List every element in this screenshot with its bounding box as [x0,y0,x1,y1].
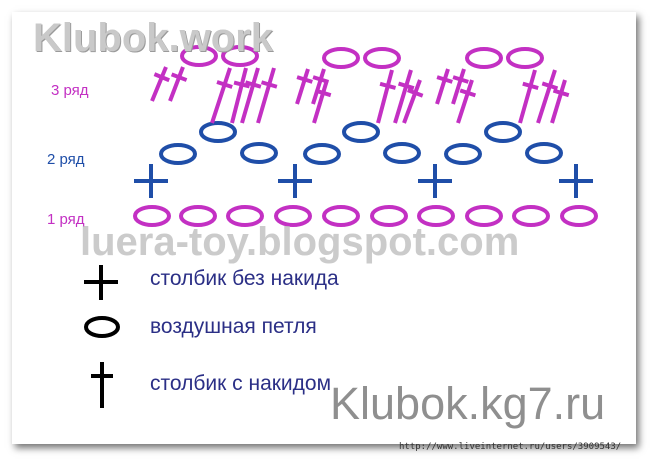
dc-stem [210,67,232,124]
chain-stitch [465,47,503,69]
dc-bar [397,81,415,91]
chain-stitch [322,47,360,69]
legend-chain-text: воздушная петля [150,315,317,338]
legend-sc-text: столбик без накида [150,267,339,290]
dc-stem [518,69,537,124]
chain-stitch [417,205,455,227]
dc-bar [244,80,262,89]
double-crochet-symbol [518,69,539,124]
chain-stitch [180,45,218,67]
single-crochet-symbol [559,164,593,198]
dc-stem [240,67,260,124]
chain-stitch [444,143,482,165]
chain-stitch [525,142,563,164]
dc-stem [311,68,326,105]
chain-stitch [484,121,522,143]
dc-stem [393,69,413,124]
double-crochet-symbol [240,67,262,124]
dc-bar [296,75,313,84]
double-crochet-symbol [256,67,278,124]
double-crochet-symbol [150,66,170,102]
chain-stitch [560,205,598,227]
dc-stem [550,79,567,124]
chain-stitch [370,205,408,227]
double-crochet-symbol [435,68,453,105]
single-crochet-symbol [418,164,452,198]
chain-stitch [221,45,259,67]
dc-bar [216,80,233,89]
dc-stem [168,66,185,102]
chain-stitch [303,143,341,165]
dc-bar [552,88,570,98]
double-crochet-symbol [230,67,251,124]
dc-bar [459,88,477,98]
chain-stitch [322,205,360,227]
dc-stem [376,69,394,124]
chain-stitch [506,47,544,69]
chain-stitch [133,205,171,227]
legend-symbols [84,265,120,408]
dc-bar [153,72,170,83]
dc-stem [256,67,276,124]
chain-stitch [179,205,217,227]
dc-bar [170,72,188,82]
chain-stitch [363,47,401,69]
row-label-1: 1 ряд [47,211,85,228]
row-3-fans [150,45,570,124]
dc-bar [379,81,397,90]
chain-stitch [159,143,197,165]
chain-stitch [465,205,503,227]
dc-bar [541,81,559,91]
legend-dc-text: столбик с накидом [150,372,332,395]
dc-bar [522,81,539,91]
watermark-site: Klubok.kg7.ru [330,378,606,429]
double-crochet-symbol [393,69,415,124]
double-crochet-symbol [168,66,188,102]
single-crochet-symbol [278,164,312,198]
dc-bar [260,80,278,89]
plus-icon [84,265,118,300]
double-crochet-symbol [210,67,233,124]
dc-stem [536,69,557,124]
dc-bar [436,75,453,84]
row-label-2: 2 ряд [47,151,85,168]
row-2-arcs [134,121,593,198]
dc-stem [312,79,329,124]
oval-icon [84,316,120,338]
dagger-icon [91,362,113,408]
dc-bar [314,88,332,98]
dc-stem [456,79,474,124]
chain-stitch [226,205,264,227]
watermark-top: Klubok.work [33,16,274,60]
double-crochet-symbol [451,68,469,105]
watermark-url: http://www.liveinternet.ru/users/3909543… [399,442,622,452]
dc-bar [233,80,251,89]
dc-stem [230,67,248,124]
double-crochet-symbol [550,79,570,124]
dc-bar [407,88,424,98]
dc-stem [402,79,422,124]
chain-stitch [512,205,550,227]
row-1-chain [133,205,598,227]
chain-stitch [199,121,237,143]
row-label-3: 3 ряд [51,82,89,99]
dc-bar [452,75,469,84]
double-crochet-symbol [456,79,477,124]
chain-stitch [342,121,380,143]
double-crochet-symbol [376,69,397,124]
double-crochet-symbol [402,79,424,124]
dc-stem [295,68,310,105]
double-crochet-symbol [536,69,559,124]
dc-stem [150,66,168,102]
dc-stem [451,68,466,105]
dc-stem [435,68,450,105]
chain-stitch [274,205,312,227]
chain-stitch [240,142,278,164]
double-crochet-symbol [295,68,313,105]
single-crochet-symbol [134,164,168,198]
chain-stitch [383,142,421,164]
watermark-blog: luera-toy.blogspot.com [80,220,520,264]
double-crochet-symbol [312,79,332,124]
